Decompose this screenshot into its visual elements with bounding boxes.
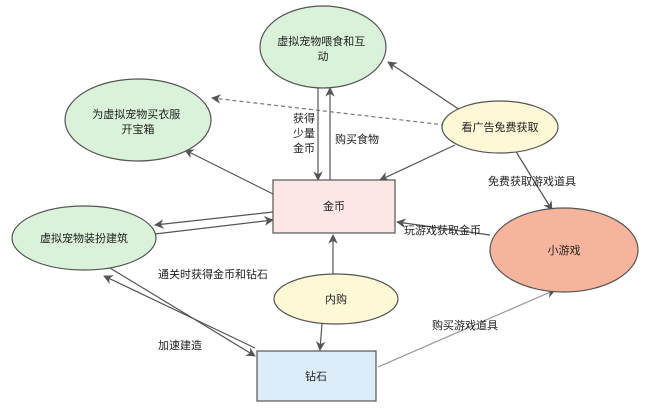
node-watch-ad-label: 看广告免费获取 [462,120,539,134]
svg-text:虚拟宠物喂食和互 动: 虚拟宠物喂食和互 动 [277,34,369,63]
edge-diamonds-to-dress-build [103,275,256,349]
edge-coins-to-buy-clothes [184,149,276,196]
svg-text:为虚拟宠物买衣服 开宝箱: 为虚拟宠物买衣服 开宝箱 [92,107,184,136]
label-clear-reward: 通关时获得金币和钻石 [158,267,268,281]
label-free-items: 免费获取游戏道具 [488,174,576,188]
node-buy-clothes: 为虚拟宠物买衣服 开宝箱 [64,78,212,162]
label-earn-little-coins-line-3: 金币 [293,141,315,155]
edge-ad-to-buy-clothes [211,94,446,126]
edge-coins-to-dress-build [154,211,274,229]
label-earn-little-coins-line-1: 获得 [293,112,315,125]
node-pet-feed-line-1: 虚拟宠物喂食和互 [277,34,365,48]
node-coins-label: 金币 [323,199,345,213]
node-pet-feed: 虚拟宠物喂食和互 动 [259,5,387,89]
edge-iap-to-diamonds [315,322,326,351]
edge-dress-build-to-diamonds [109,267,256,357]
node-coins-shape [272,179,396,234]
node-mini-game-shape [489,207,639,293]
node-diamonds: 钻石 [256,350,377,402]
node-dress-build: 虚拟宠物装扮建筑 [11,205,157,271]
label-earn-little-coins-line-2: 少量 [293,127,315,140]
label-buy-food: 购买食物 [335,132,379,146]
node-mini-game-label: 小游戏 [548,244,581,257]
node-watch-ad: 看广告免费获取 [441,100,559,154]
node-dress-build-shape [11,205,157,271]
node-buy-clothes-shape [64,78,212,162]
node-dress-build-label: 虚拟宠物装扮建筑 [40,231,128,245]
edge-ad-to-pet-feed [387,61,461,111]
edges [103,61,556,368]
edge-diamonds-to-mini-game [377,289,556,368]
label-buy-items: 购买游戏道具 [432,318,498,332]
node-diamonds-label: 钻石 [305,369,327,383]
node-buy-clothes-line-1: 为虚拟宠物买衣服 [92,107,180,121]
node-watch-ad-shape [441,100,559,154]
label-speed-build: 加速建造 [158,338,202,352]
edge-mini-game-to-coins [396,218,491,236]
node-iap: 内购 [273,273,399,325]
node-diamonds-shape [256,350,377,402]
node-pet-feed-shape [259,5,387,89]
label-earn-little-coins: 获得 少量 金币 [293,112,319,155]
label-play-for-coins: 玩游戏获取金币 [404,223,481,237]
edge-ad-to-coins [379,144,456,181]
node-buy-clothes-line-2: 开宝箱 [122,122,155,136]
edge-ad-to-mini-game [514,149,553,211]
node-iap-shape [273,273,399,325]
edge-dress-build-to-coins [154,216,274,235]
edge-labels: 获得 少量 金币 购买食物 免费获取游戏道具 玩游戏获取金币 通关时获得金币和钻… [158,112,576,352]
node-coins: 金币 [272,179,396,234]
node-mini-game: 小游戏 [489,207,639,293]
node-pet-feed-line-2: 动 [318,50,329,63]
node-iap-label: 内购 [325,292,347,306]
